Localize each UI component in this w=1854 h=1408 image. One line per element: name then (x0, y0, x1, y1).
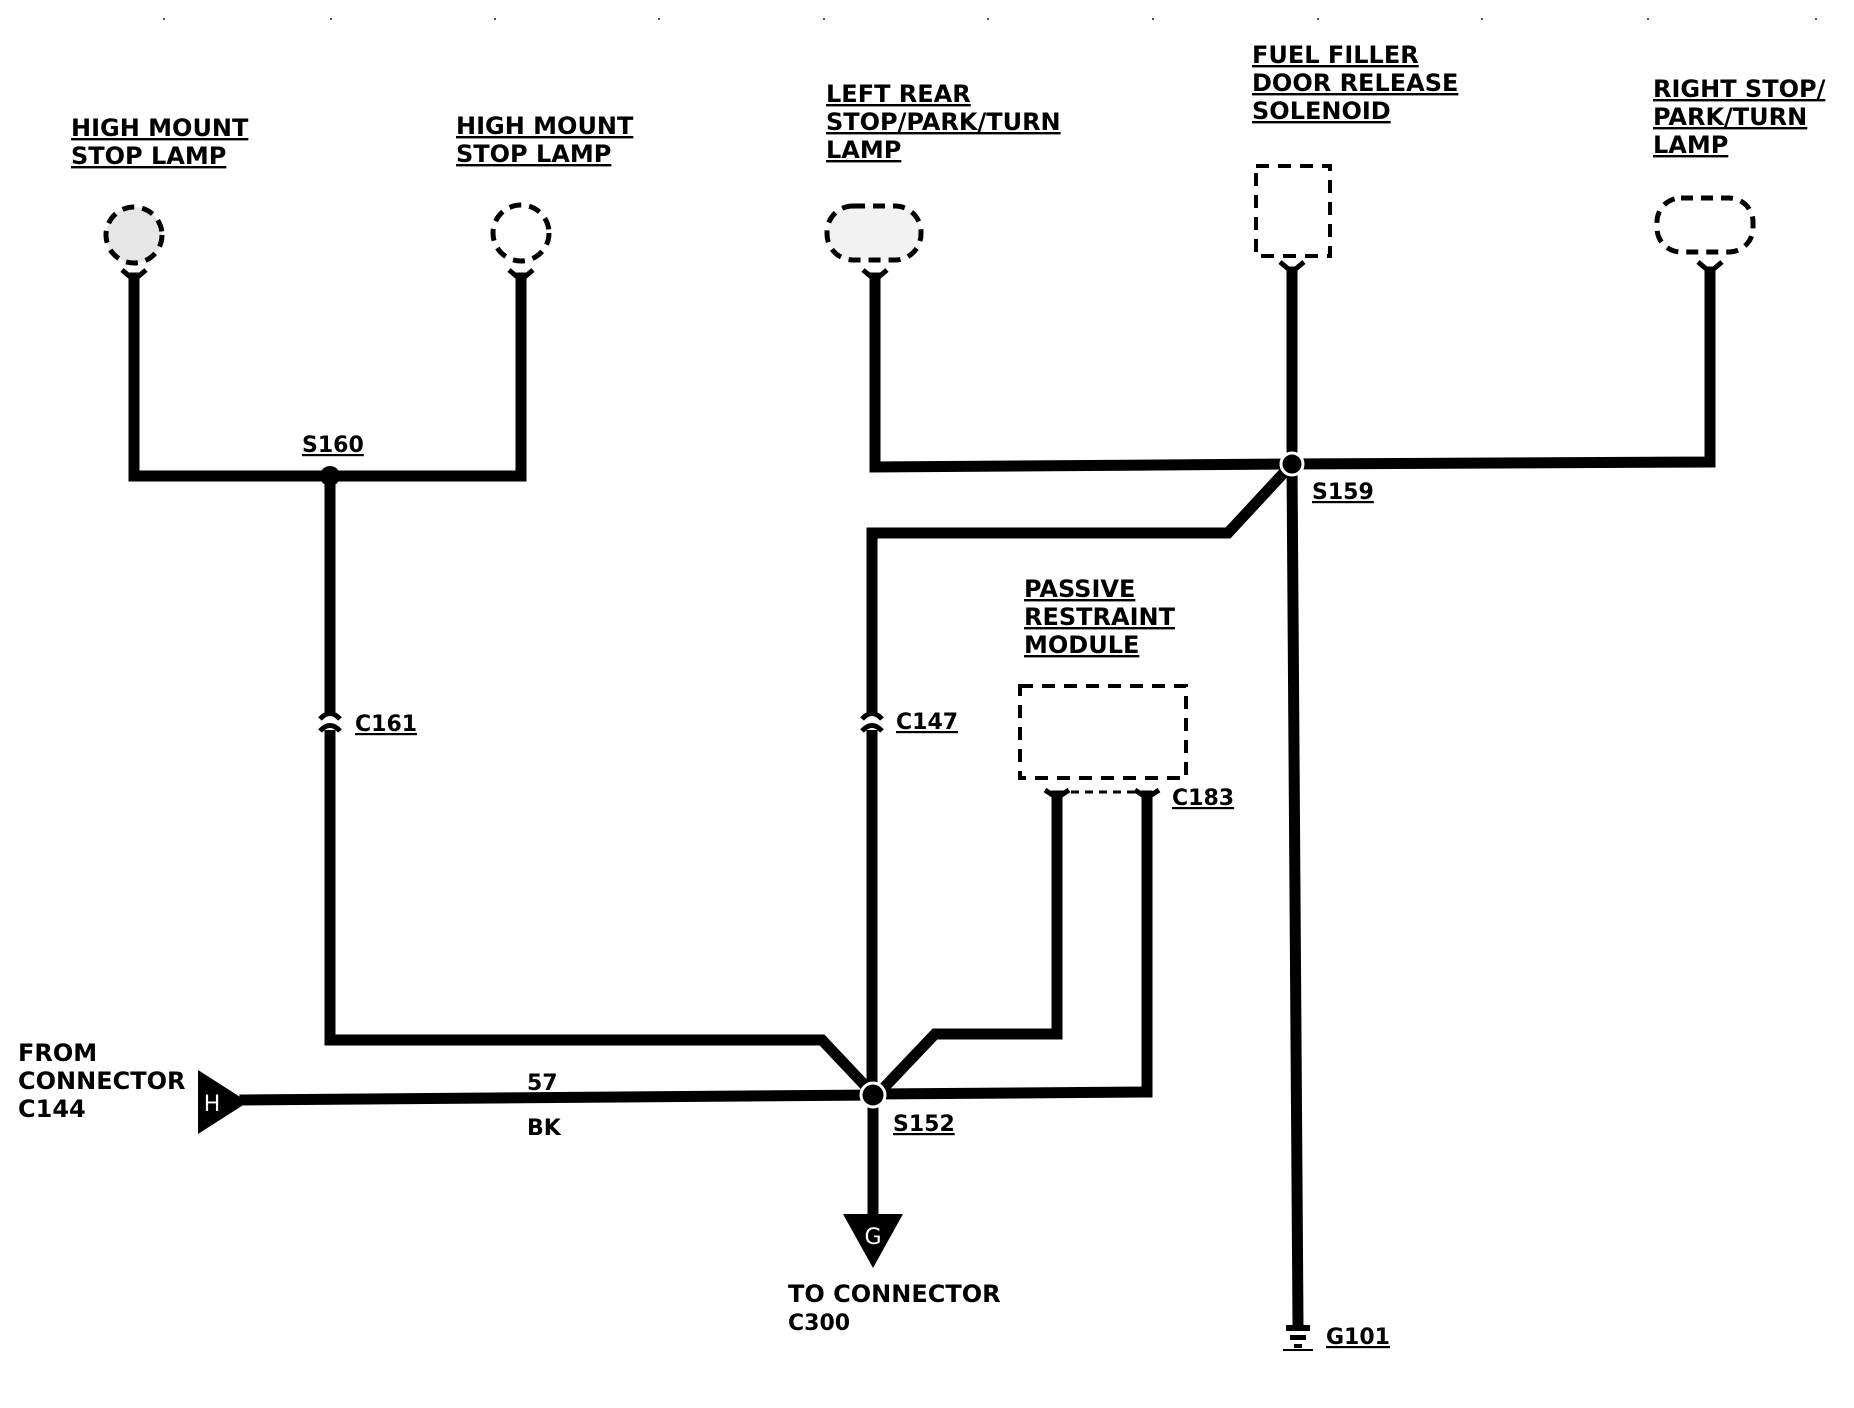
label-s160: S160 (302, 433, 364, 458)
label-fuel-filler-2: DOOR RELEASE (1252, 69, 1458, 97)
label-c183: C183 (1172, 786, 1234, 811)
label-right-stop-2: PARK/TURN (1653, 103, 1807, 131)
splice-s160 (320, 466, 340, 486)
label-high-mount-right-1: HIGH MOUNT (456, 112, 634, 140)
label-circuit-number: 57 (527, 1071, 558, 1096)
to-connector-letter: G (864, 1225, 881, 1250)
label-fuel-filler-1: FUEL FILLER (1252, 41, 1419, 69)
ground-g101-icon (1283, 1325, 1313, 1351)
wires (128, 266, 1716, 1331)
splice-s152 (859, 1081, 887, 1109)
label-left-rear-3: LAMP (826, 136, 901, 164)
label-right-stop-3: LAMP (1653, 131, 1728, 159)
from-connector-c144-icon: H (198, 1070, 248, 1134)
label-high-mount-right-2: STOP LAMP (456, 140, 611, 168)
label-passive-restraint-1: PASSIVE (1024, 575, 1135, 603)
label-high-mount-left-2: STOP LAMP (71, 142, 226, 170)
label-wire-color: BK (527, 1116, 562, 1141)
passive-restraint-module-icon (1018, 684, 1188, 802)
wire-high-mount-left (128, 272, 336, 482)
label-s159: S159 (1312, 480, 1374, 505)
high-mount-stop-lamp-left-icon (103, 204, 165, 284)
label-passive-restraint-3: MODULE (1024, 631, 1139, 659)
label-left-rear-2: STOP/PARK/TURN (826, 108, 1061, 136)
wire-s159-to-ground (1286, 458, 1304, 1331)
label-passive-restraint-2: RESTRAINT (1024, 603, 1176, 631)
from-connector-letter: H (204, 1092, 221, 1117)
label-c147: C147 (896, 710, 958, 735)
wire-c161-to-s152 (324, 724, 881, 1102)
label-fuel-filler-3: SOLENOID (1252, 97, 1391, 125)
top-ruler-ticks (163, 18, 1817, 20)
wire-prm-right-leg (867, 790, 1153, 1100)
label-to-connector-2: C300 (788, 1311, 850, 1336)
label-to-connector-1: TO CONNECTOR (788, 1280, 1001, 1308)
label-s152: S152 (893, 1112, 955, 1137)
connector-c161 (318, 711, 342, 733)
label-high-mount-left-1: HIGH MOUNT (71, 114, 249, 142)
wire-s159-to-c147 (866, 456, 1300, 718)
wire-circuit-57 (239, 1089, 879, 1106)
high-mount-stop-lamp-right-icon (490, 202, 552, 284)
splice-s159 (1279, 451, 1305, 477)
right-stop-lamp-icon (1654, 195, 1756, 276)
wire-high-mount-right (324, 272, 527, 482)
fuel-filler-solenoid-icon (1254, 164, 1332, 276)
label-c161: C161 (355, 712, 417, 737)
connector-c147 (860, 711, 884, 733)
wire-left-rear-lamp (869, 272, 1298, 473)
label-from-connector-2: CONNECTOR (18, 1067, 185, 1095)
label-right-stop-1: RIGHT STOP/ (1653, 75, 1826, 103)
label-left-rear-1: LEFT REAR (826, 80, 971, 108)
wire-prm-left-leg (870, 790, 1063, 1102)
label-g101: G101 (1326, 1325, 1390, 1350)
wire-right-stop-lamp (1286, 266, 1716, 470)
label-from-connector-3: C144 (18, 1095, 86, 1123)
left-rear-lamp-icon (824, 203, 924, 284)
label-from-connector-1: FROM (18, 1039, 97, 1067)
to-connector-c300-icon: G (843, 1214, 903, 1268)
